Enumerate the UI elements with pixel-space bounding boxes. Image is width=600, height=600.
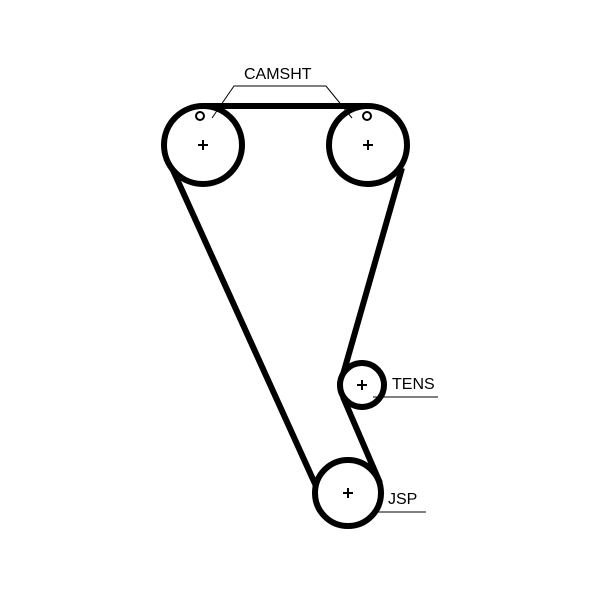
center-mark-icon (357, 380, 367, 390)
belt-left-span (169, 166, 319, 488)
crankshaft-leader-line (359, 511, 426, 527)
leader-lines (211, 85, 438, 527)
belt-right-span (339, 167, 405, 379)
timing-mark-icon (195, 111, 205, 121)
center-mark-icon (343, 488, 353, 498)
tensioner-pulley (337, 360, 387, 410)
tensioner-label: TENS (392, 376, 435, 393)
crankshaft-label: JSP (388, 491, 417, 508)
camshaft-pulley-right (326, 103, 410, 187)
center-mark-icon (363, 140, 373, 150)
crankshaft-pulley (312, 457, 384, 529)
camshaft-leader-line (211, 85, 353, 119)
timing-mark-icon (362, 111, 372, 121)
center-mark-icon (198, 140, 208, 150)
camshaft-pulley-left (161, 103, 245, 187)
camshaft-label: CAMSHT (244, 66, 312, 83)
